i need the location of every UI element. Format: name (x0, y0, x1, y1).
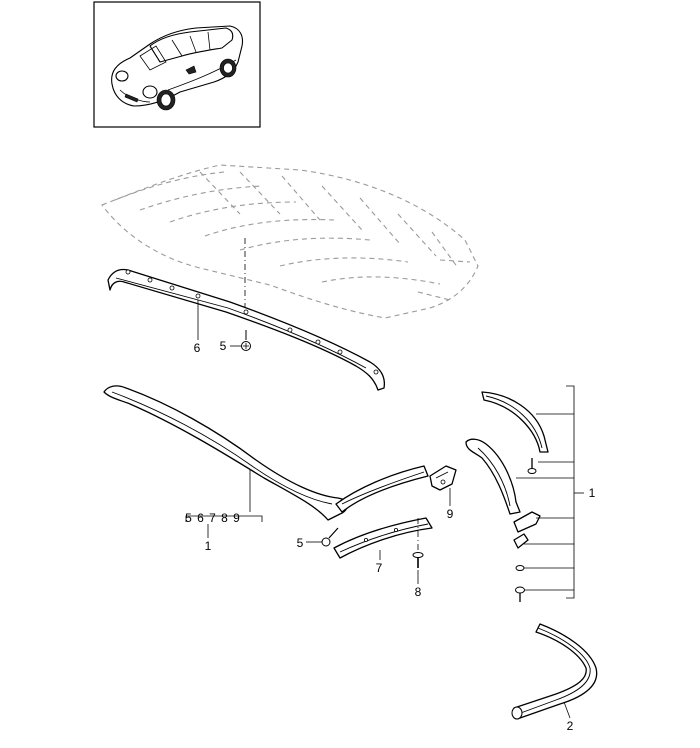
clip-bracket (513, 511, 541, 549)
callout-9: 9 (447, 507, 454, 521)
callout-group-left-parent: 1 (205, 539, 212, 553)
rear-bow-extension (335, 465, 429, 513)
leader-lines (185, 300, 584, 719)
convertible-car-icon (111, 25, 244, 111)
front-bow-cross-member (107, 268, 386, 391)
roof-frame-side-rail (103, 385, 349, 521)
screw-right-lower (515, 586, 525, 602)
callout-2: 2 (567, 719, 574, 733)
screw-5-upper (241, 330, 251, 351)
screw-8 (412, 552, 424, 568)
callout-5-upper: 5 (220, 339, 227, 353)
screw-right-upper (527, 458, 537, 474)
trim-strip-7 (333, 517, 433, 559)
callout-6: 6 (194, 341, 201, 355)
washer (515, 565, 525, 571)
seal-profile-2 (511, 623, 598, 720)
callout-7: 7 (376, 561, 383, 575)
soft-top-reference-outline (101, 164, 479, 319)
hinge-bracket-9 (429, 465, 457, 491)
vehicle-thumbnail (93, 1, 261, 128)
callout-5-lower: 5 (297, 536, 304, 550)
front-side-seal-carrier (481, 391, 549, 453)
callout-8: 8 (415, 585, 422, 599)
callout-group-left-numbers: 5 6 7 8 9 (185, 511, 241, 525)
callout-group-right-parent: 1 (589, 486, 596, 500)
screw-5-lower (321, 527, 339, 547)
window-seal-guide (465, 438, 521, 515)
